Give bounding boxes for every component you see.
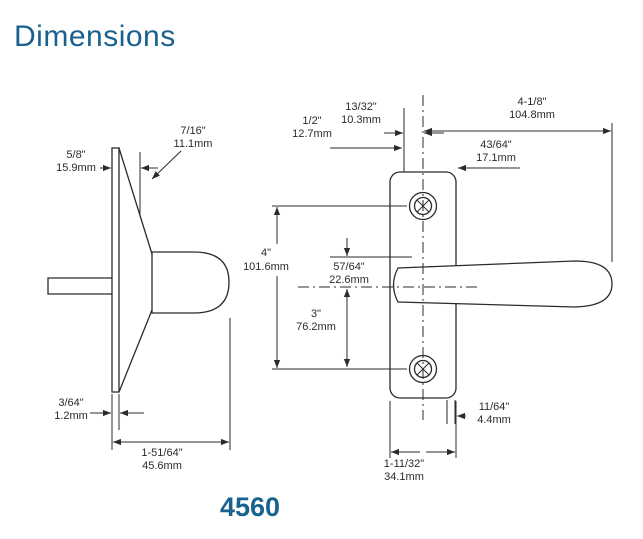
- dim-plate-width-mm: 34.1mm: [384, 471, 424, 483]
- dim-bell-depth-in: 5/8": [66, 149, 85, 161]
- dim-lever-length-mm: 104.8mm: [509, 109, 555, 121]
- spindle: [47, 277, 112, 295]
- dim-flange-thickness-mm: 1.2mm: [54, 410, 88, 422]
- dim-edge-gap-mm: 4.4mm: [477, 414, 511, 426]
- dim-screw-spacing-mm: 101.6mm: [243, 261, 289, 273]
- dim-lower-span-in: 3": [311, 308, 321, 320]
- dim-lever-length-in: 4-1/8": [518, 96, 547, 108]
- side-view: [47, 147, 230, 393]
- page-title: Dimensions: [14, 20, 176, 53]
- dim-lower-span-mm: 76.2mm: [296, 321, 336, 333]
- dim-bell-depth-mm: 15.9mm: [56, 162, 96, 174]
- dim-flange-thickness-in: 3/64": [58, 397, 83, 409]
- label-mask: [236, 244, 296, 276]
- dim-center-to-edge-in: 43/64": [480, 139, 512, 151]
- dim-grip-depth-in: 7/16": [180, 125, 205, 137]
- knob-grip: [151, 251, 230, 314]
- rose-flange: [111, 147, 120, 393]
- dim-overall-projection-mm: 45.6mm: [142, 460, 182, 472]
- dim-screw-spacing-in: 4": [261, 247, 271, 259]
- front-view-dimension-lines: [272, 108, 613, 458]
- front-view: [298, 95, 613, 420]
- dim-grip-depth-mm: 11.1mm: [174, 138, 213, 150]
- dim-spindle-offset-in: 1/2": [302, 115, 321, 127]
- dim-center-offset-mm: 10.3mm: [341, 114, 381, 126]
- dim-hub-offset-in: 57/64": [333, 261, 365, 273]
- dim-spindle-offset-mm: 12.7mm: [292, 128, 332, 140]
- dim-center-to-edge-mm: 17.1mm: [476, 152, 516, 164]
- lever-handle: [392, 260, 613, 308]
- dim-plate-width-in: 1-11/32": [384, 458, 424, 470]
- dim-edge-gap-in: 11/64": [479, 401, 510, 413]
- model-number: 4560: [219, 492, 281, 522]
- dim-hub-offset-mm: 22.6mm: [329, 274, 369, 286]
- side-view-dimension-lines: [90, 150, 231, 450]
- bell-cone: [118, 147, 153, 393]
- dimension-labels: 5/8" 15.9mm 7/16" 11.1mm 3/64" 1.2mm 1-5…: [54, 96, 555, 483]
- dim-center-offset-in: 13/32": [345, 101, 377, 113]
- dim-overall-projection-in: 1-51/64": [141, 447, 182, 459]
